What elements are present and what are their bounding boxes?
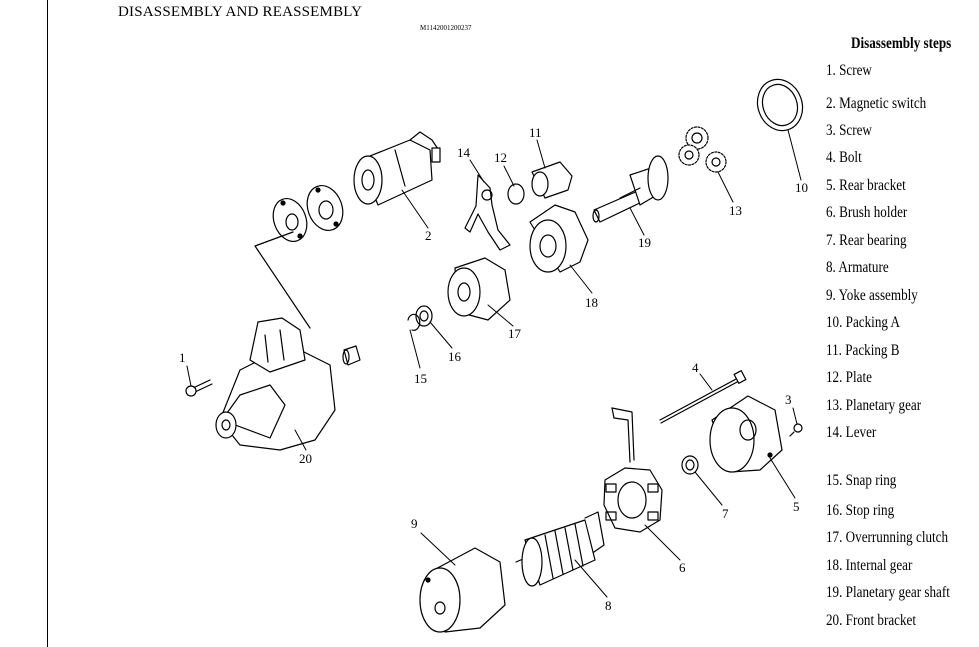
step-item: 20. Front bracket: [826, 612, 916, 629]
magnetic-switch: [353, 131, 441, 206]
step-item: 6. Brush holder: [826, 204, 908, 221]
rear-bearing: [681, 455, 699, 475]
packing-b: [531, 161, 573, 199]
callout-14: 14: [457, 145, 471, 160]
lever: [464, 174, 511, 251]
callout-7: 7: [722, 506, 729, 521]
callout-19: 19: [638, 235, 651, 250]
step-item: 12. Plate: [826, 369, 872, 386]
callout-10: 10: [795, 180, 808, 195]
gasket-plates: [272, 185, 344, 242]
internal-gear: [529, 204, 589, 273]
front-bracket: [215, 317, 336, 451]
bolt-4: [659, 370, 747, 424]
callout-6: 6: [679, 560, 686, 575]
step-item: 7. Rear bearing: [826, 232, 907, 249]
packing-a: [756, 78, 804, 132]
callout-2: 2: [425, 228, 432, 243]
steps-title: Disassembly steps: [851, 35, 952, 52]
callout-11: 11: [529, 125, 542, 140]
callout-3: 3: [785, 392, 792, 407]
snap-ring: [407, 313, 421, 331]
callout-18: 18: [585, 295, 598, 310]
overrunning-clutch: [447, 257, 511, 321]
step-item: 1. Screw: [826, 62, 872, 79]
plate-ring: [507, 183, 525, 205]
stop-ring: [415, 305, 433, 327]
page-heading: DISASSEMBLY AND REASSEMBLY: [118, 4, 363, 20]
callout-1: 1: [179, 350, 186, 365]
left-margin-rule: [47, 0, 48, 647]
step-item: 14. Lever: [826, 424, 877, 441]
figure-code: M1142001200237: [420, 24, 472, 32]
bushing: [342, 345, 361, 366]
gasket-leader-line: [254, 231, 311, 329]
step-item: 2. Magnetic switch: [826, 95, 927, 112]
callout-16: 16: [448, 349, 462, 364]
step-item: 8. Armature: [826, 259, 889, 276]
armature: [515, 511, 605, 587]
callout-9: 9: [411, 516, 418, 531]
exploded-diagram: 1 2 3 4 5 6 7 8 9 10 11 12 13 14 15 16 1…: [179, 78, 808, 633]
screw-1: [185, 379, 213, 397]
step-item: 17. Overrunning clutch: [826, 529, 949, 546]
rear-bracket: [709, 395, 783, 473]
callout-15: 15: [414, 371, 427, 386]
brush-holder: [603, 407, 663, 533]
callout-17: 17: [508, 326, 522, 341]
step-item: 9. Yoke assembly: [826, 287, 918, 304]
callout-4: 4: [692, 360, 699, 375]
step-item: 16. Stop ring: [826, 502, 895, 519]
step-item: 4. Bolt: [826, 149, 862, 166]
step-item: 13. Planetary gear: [826, 397, 922, 414]
callout-5: 5: [793, 499, 800, 514]
callout-numbers: 1 2 3 4 5 6 7 8 9 10 11 12 13 14 15 16 1…: [179, 125, 808, 613]
callout-20: 20: [299, 451, 312, 466]
screw-3: [789, 423, 803, 437]
step-item: 19. Planetary gear shaft: [826, 584, 950, 601]
callout-8: 8: [605, 598, 612, 613]
step-item: 5. Rear bracket: [826, 177, 906, 194]
step-item: 3. Screw: [826, 122, 872, 139]
leader-lines: [186, 129, 802, 598]
planetary-gear-shaft: [592, 155, 669, 223]
yoke-assembly: [419, 547, 506, 633]
callout-12: 12: [494, 150, 507, 165]
step-item: 11. Packing B: [826, 342, 900, 359]
step-item: 18. Internal gear: [826, 557, 913, 574]
planetary-gears: [678, 126, 727, 173]
step-item: 10. Packing A: [826, 314, 900, 331]
step-item: 15. Snap ring: [826, 472, 897, 489]
callout-13: 13: [729, 203, 742, 218]
